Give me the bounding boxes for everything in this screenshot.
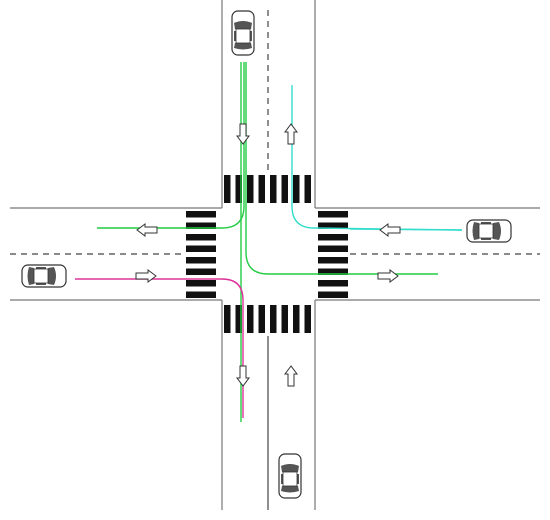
crosswalk-stripe [318, 291, 348, 298]
crosswalk-stripe [318, 257, 348, 264]
direction-arrow-east-lane-exit [377, 269, 399, 283]
crosswalk-stripe [186, 280, 216, 287]
car-eastbound-approach [466, 219, 512, 243]
crosswalk-stripe [281, 175, 288, 203]
crosswalk-stripe [186, 245, 216, 252]
car-southbound-approach [278, 453, 302, 499]
crosswalk-stripe [235, 305, 242, 333]
crosswalk-stripe [186, 211, 216, 218]
car-side-window-left [234, 31, 236, 41]
car-side-window-right [297, 474, 299, 484]
car-side-window-left [281, 474, 283, 484]
car-windshield [234, 21, 252, 29]
car-side-window-left [481, 222, 491, 224]
crosswalk-stripe [186, 222, 216, 229]
crosswalk-stripe [318, 234, 348, 241]
east-car-path-straight-west [349, 228, 463, 231]
crosswalk-east [318, 211, 348, 298]
car-roof [33, 268, 49, 284]
crosswalk-stripe [186, 291, 216, 298]
car-windshield [281, 464, 299, 472]
car-roof [478, 223, 494, 239]
north-car-path-turn-east [245, 62, 438, 275]
crosswalk-stripe [293, 305, 300, 333]
crosswalk-stripe [186, 268, 216, 275]
crosswalk-stripe [258, 175, 265, 203]
crosswalk-stripe [318, 245, 348, 252]
east-car-path-turn-north [291, 85, 463, 231]
crosswalk-stripe [235, 175, 242, 203]
car-rear-window [234, 43, 252, 50]
car-side-window-right [481, 238, 491, 240]
crosswalk-stripe [224, 175, 231, 203]
crosswalk-stripe [247, 305, 254, 333]
crosswalk-stripe [258, 305, 265, 333]
car-side-window-right [36, 283, 46, 285]
crosswalk-stripe [281, 305, 288, 333]
crosswalk-stripe [270, 175, 277, 203]
crosswalk-stripe [304, 175, 311, 203]
direction-arrow-south-lane [236, 123, 250, 145]
crosswalk-stripe [186, 257, 216, 264]
direction-arrow-east-lane [135, 269, 157, 283]
west-car-path-turn-south [75, 278, 244, 418]
lane-dividers [10, 10, 540, 510]
crosswalks [186, 175, 348, 333]
crosswalk-north [224, 175, 311, 203]
crosswalk-stripe [318, 280, 348, 287]
car-rear-window [27, 267, 34, 285]
car-side-window-right [250, 31, 252, 41]
crosswalk-west [186, 211, 216, 298]
direction-arrow-north-lane [284, 365, 298, 387]
crosswalk-stripe [270, 305, 277, 333]
crosswalk-stripe [293, 175, 300, 203]
north-car-path-turn-west [97, 62, 245, 229]
crosswalk-stripe [247, 175, 254, 203]
crosswalk-stripe [318, 222, 348, 229]
crosswalk-stripe [224, 305, 231, 333]
car-roof [282, 471, 298, 487]
car-windshield [493, 222, 501, 240]
car-windshield [48, 267, 56, 285]
crosswalk-stripe [318, 211, 348, 218]
car-westbound-approach [21, 264, 67, 288]
car-rear-window [472, 222, 479, 240]
car-rear-window [281, 486, 299, 493]
direction-arrows [135, 123, 401, 387]
direction-arrow-south-lane-entry [236, 365, 250, 387]
direction-arrow-north-lane-exit [284, 123, 298, 145]
car-roof [235, 28, 251, 44]
crosswalk-stripe [304, 305, 311, 333]
direction-arrow-west-lane [136, 223, 158, 237]
crosswalk-stripe [186, 234, 216, 241]
direction-arrow-west-lane-entry [379, 223, 401, 237]
car-side-window-left [36, 267, 46, 269]
crosswalk-south [224, 305, 311, 333]
vehicles [21, 10, 512, 499]
vehicle-paths [75, 62, 463, 422]
road-edges [10, 0, 540, 510]
crosswalk-stripe [318, 268, 348, 275]
car-northbound-approach [231, 10, 255, 56]
